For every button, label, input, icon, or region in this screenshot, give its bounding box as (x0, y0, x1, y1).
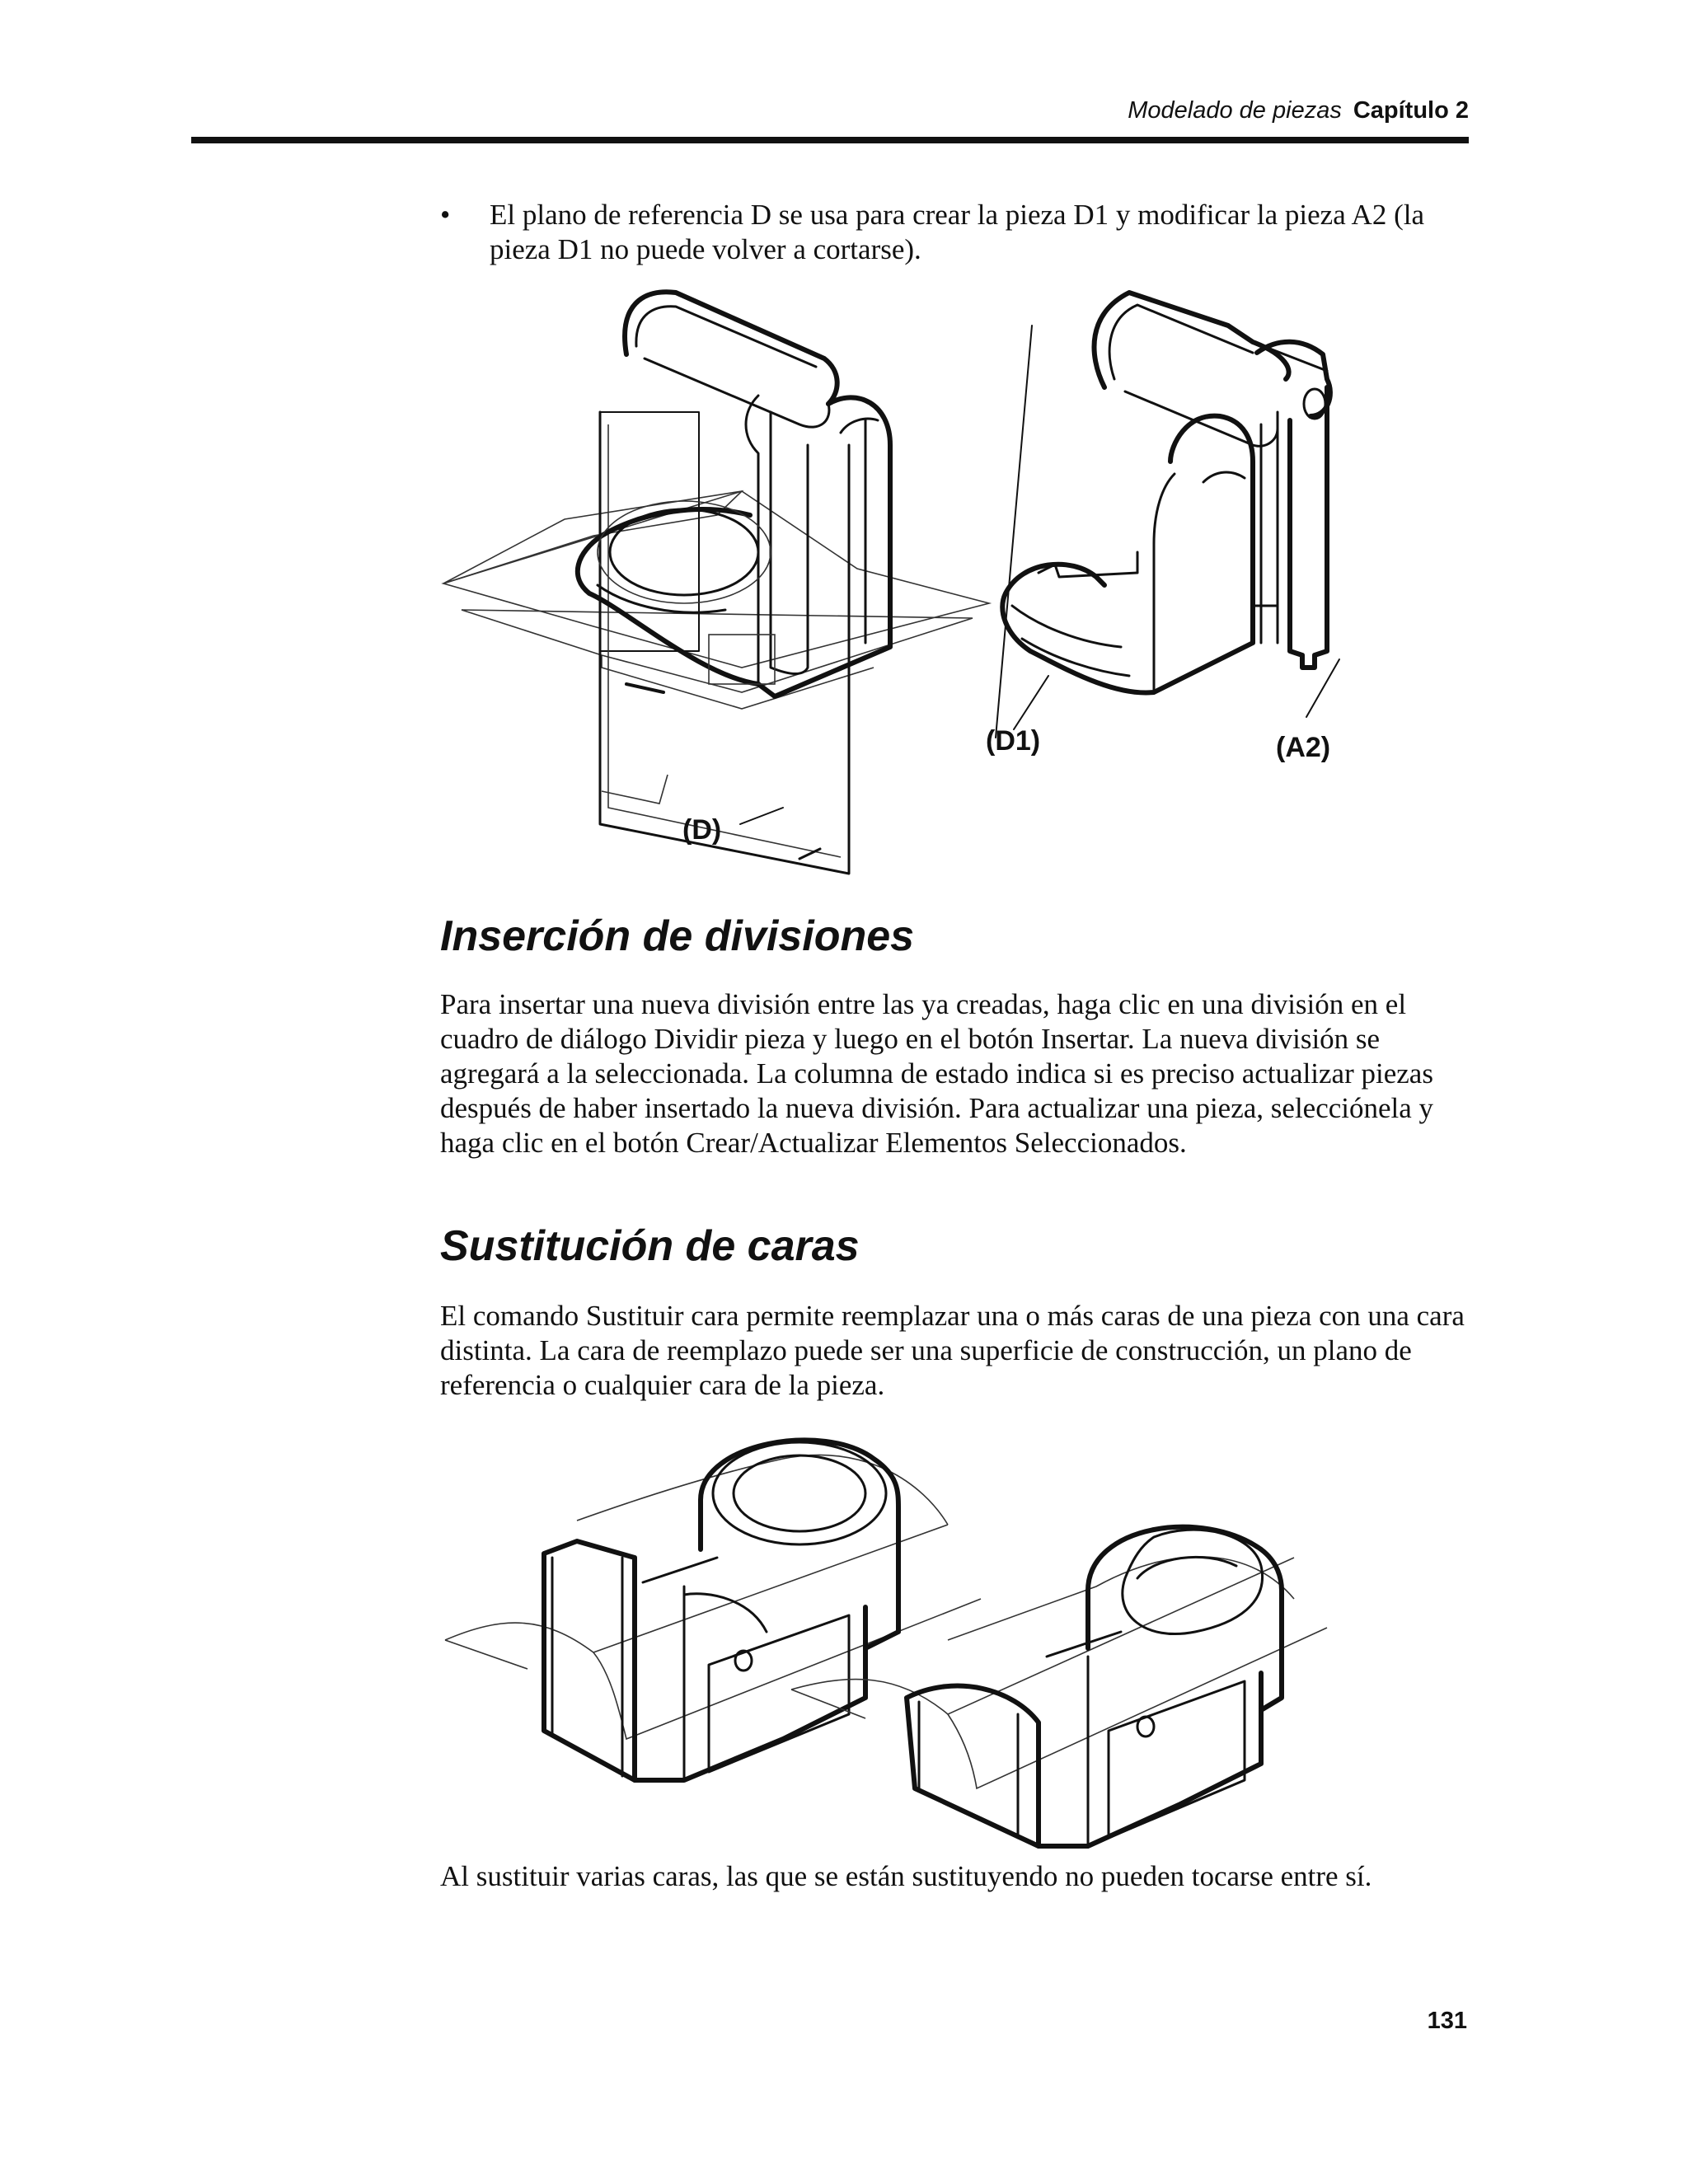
header-rule (191, 137, 1469, 143)
label-d1: (D1) (986, 725, 1040, 757)
part-after-replace (790, 1524, 1328, 1849)
part-a2 (1251, 339, 1333, 670)
paragraph-sustitucion: El comando Sustituir cara permite reempl… (440, 1300, 1465, 1401)
leader-lines (739, 325, 1340, 860)
part-d1 (1000, 290, 1292, 696)
reference-plane-d (441, 410, 992, 875)
bullet-text: El plano de referencia D se usa para cre… (490, 199, 1424, 265)
original-part (574, 289, 893, 699)
header-section-title: Modelado de piezas (1128, 97, 1342, 124)
part-before-replace (444, 1437, 982, 1783)
label-a2: (A2) (1276, 732, 1330, 763)
figure-replace-face (444, 1437, 1328, 1849)
label-d: (D) (682, 814, 721, 846)
running-header: Modelado de piezas Capítulo 2 (1128, 97, 1469, 124)
bullet-symbol: • (440, 199, 451, 231)
heading-insercion-divisiones: Inserción de divisiones (440, 912, 915, 960)
paragraph-insercion: Para insertar una nueva división entre l… (440, 988, 1434, 1159)
heading-sustitucion-caras: Sustitución de caras (440, 1222, 860, 1270)
header-chapter: Capítulo 2 (1353, 97, 1469, 124)
page-number: 131 (1427, 2008, 1467, 2034)
note-paragraph: Al sustituir varias caras, las que se es… (440, 1860, 1372, 1892)
figure-split-part: (D) (D1) (A2) (441, 289, 1340, 875)
